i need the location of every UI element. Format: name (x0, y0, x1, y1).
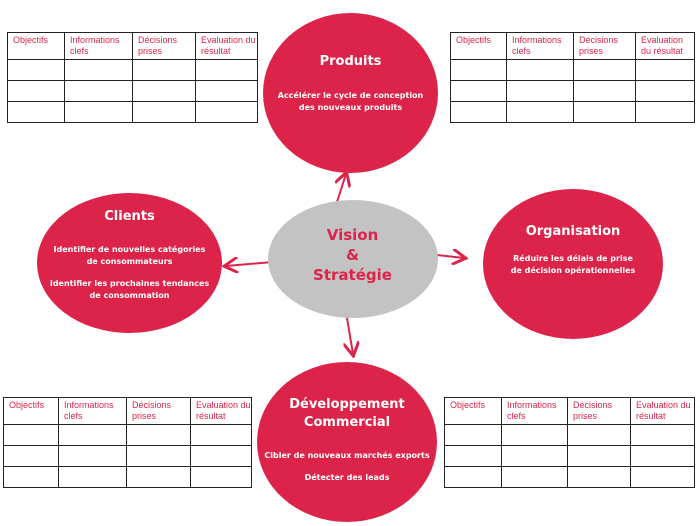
header-decisions: Décisions prises (567, 397, 631, 425)
table-row (3, 445, 252, 467)
table-top-left: Objectifs Informations clefs Décisions p… (7, 32, 258, 123)
arrow-down (346, 311, 353, 354)
header-evaluation: Evaluation du résultat (630, 397, 695, 425)
clients-title: Clients (104, 209, 155, 224)
header-objectifs: Objectifs (7, 32, 65, 60)
organisation-text: Réduire les délais de prise de décision … (510, 254, 636, 275)
arrow-up (336, 174, 346, 206)
table-row (444, 424, 695, 446)
vision-label: Vision & Stratégie (300, 225, 405, 285)
header-decisions: Décisions prises (573, 32, 636, 60)
developpement-title: Développement Commercial (289, 397, 405, 430)
header-informations: Informations clefs (506, 32, 574, 60)
table-row (444, 445, 695, 467)
header-evaluation: Evaluation du résultat (190, 397, 252, 425)
table-row (3, 424, 252, 446)
header-objectifs: Objectifs (444, 397, 502, 425)
table-row (7, 101, 258, 123)
developpement-text: Cibler de nouveaux marchés exports Détec… (264, 451, 430, 482)
table-row (450, 101, 695, 123)
table-bottom-right: Objectifs Informations clefs Décisions p… (444, 397, 695, 488)
header-informations: Informations clefs (58, 397, 127, 425)
vision-ellipse (268, 200, 438, 318)
circle-developpement: Développement Commercial Cibler de nouve… (257, 362, 437, 522)
table-bottom-left: Objectifs Informations clefs Décisions p… (3, 397, 252, 488)
header-informations: Informations clefs (501, 397, 568, 425)
circle-organisation: Organisation Réduire les délais de prise… (483, 189, 663, 339)
circle-produits: Produits Accélérer le cycle de conceptio… (263, 13, 438, 173)
table-row (7, 80, 258, 102)
vision-line-2: & (345, 246, 360, 264)
produits-title: Produits (319, 54, 382, 69)
produits-text: Accélérer le cycle de conception des nou… (277, 91, 424, 112)
header-informations: Informations clefs (64, 32, 133, 60)
table-row (450, 80, 695, 102)
vision-line-3: Stratégie (313, 266, 392, 284)
header-objectifs: Objectifs (450, 32, 507, 60)
circle-clients: Clients Identifier de nouvelles catégori… (37, 193, 222, 333)
table-row (444, 466, 695, 488)
header-objectifs: Objectifs (3, 397, 59, 425)
table-top-right: Objectifs Informations clefs Décisions p… (450, 32, 695, 123)
table-row (7, 59, 258, 81)
vision-line-1: Vision (326, 226, 379, 244)
header-decisions: Décisions prises (126, 397, 191, 425)
header-evaluation: Evaluation du résultat (195, 32, 258, 60)
header-decisions: Décisions prises (132, 32, 196, 60)
organisation-title: Organisation (525, 224, 621, 239)
table-row (450, 59, 695, 81)
clients-text: Identifier de nouvelles catégories de co… (49, 245, 210, 300)
header-evaluation: Evaluation du résultat (635, 32, 695, 60)
table-row (3, 466, 252, 488)
